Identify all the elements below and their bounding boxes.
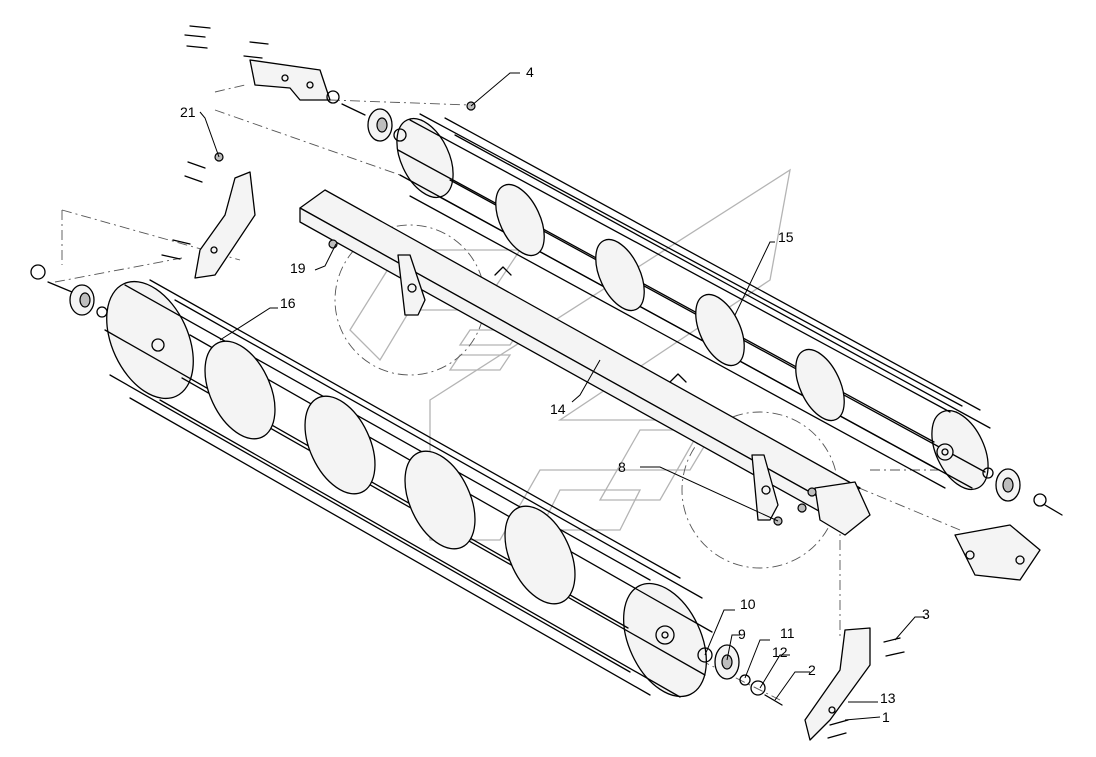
rear-roller-discs <box>495 183 845 422</box>
bearing-housing-rear <box>326 90 407 142</box>
callout-labels: 1 2 3 4 8 9 10 11 12 13 14 15 16 19 21 <box>180 64 930 725</box>
callout-2: 2 <box>808 662 816 678</box>
bolts <box>161 25 905 739</box>
front-cage-roller <box>104 279 713 698</box>
callout-13: 13 <box>880 690 896 706</box>
bracket-right <box>954 524 1041 581</box>
bearing-housing-front <box>30 264 108 318</box>
bearing-housing-right <box>982 467 1063 516</box>
central-beam <box>299 189 871 536</box>
callout-12: 12 <box>772 644 788 660</box>
callout-11: 11 <box>780 625 795 641</box>
callout-10: 10 <box>740 596 756 612</box>
callout-3: 3 <box>922 606 930 622</box>
rear-cage-roller <box>396 113 991 491</box>
bracket-upper-left <box>249 59 331 101</box>
callout-15: 15 <box>778 229 794 245</box>
callout-8: 8 <box>618 459 626 475</box>
front-roller-discs <box>204 340 576 605</box>
callout-14: 14 <box>550 401 566 417</box>
support-arm-right <box>804 627 871 741</box>
callout-1: 1 <box>882 709 890 725</box>
callout-21: 21 <box>180 104 196 120</box>
callout-19: 19 <box>290 260 306 276</box>
callout-9: 9 <box>738 626 746 642</box>
callout-4: 4 <box>526 64 534 80</box>
callout-16: 16 <box>280 295 296 311</box>
bearing-housing-bottom <box>697 644 783 706</box>
leader-lines <box>199 72 925 721</box>
support-arm-left <box>194 171 256 279</box>
